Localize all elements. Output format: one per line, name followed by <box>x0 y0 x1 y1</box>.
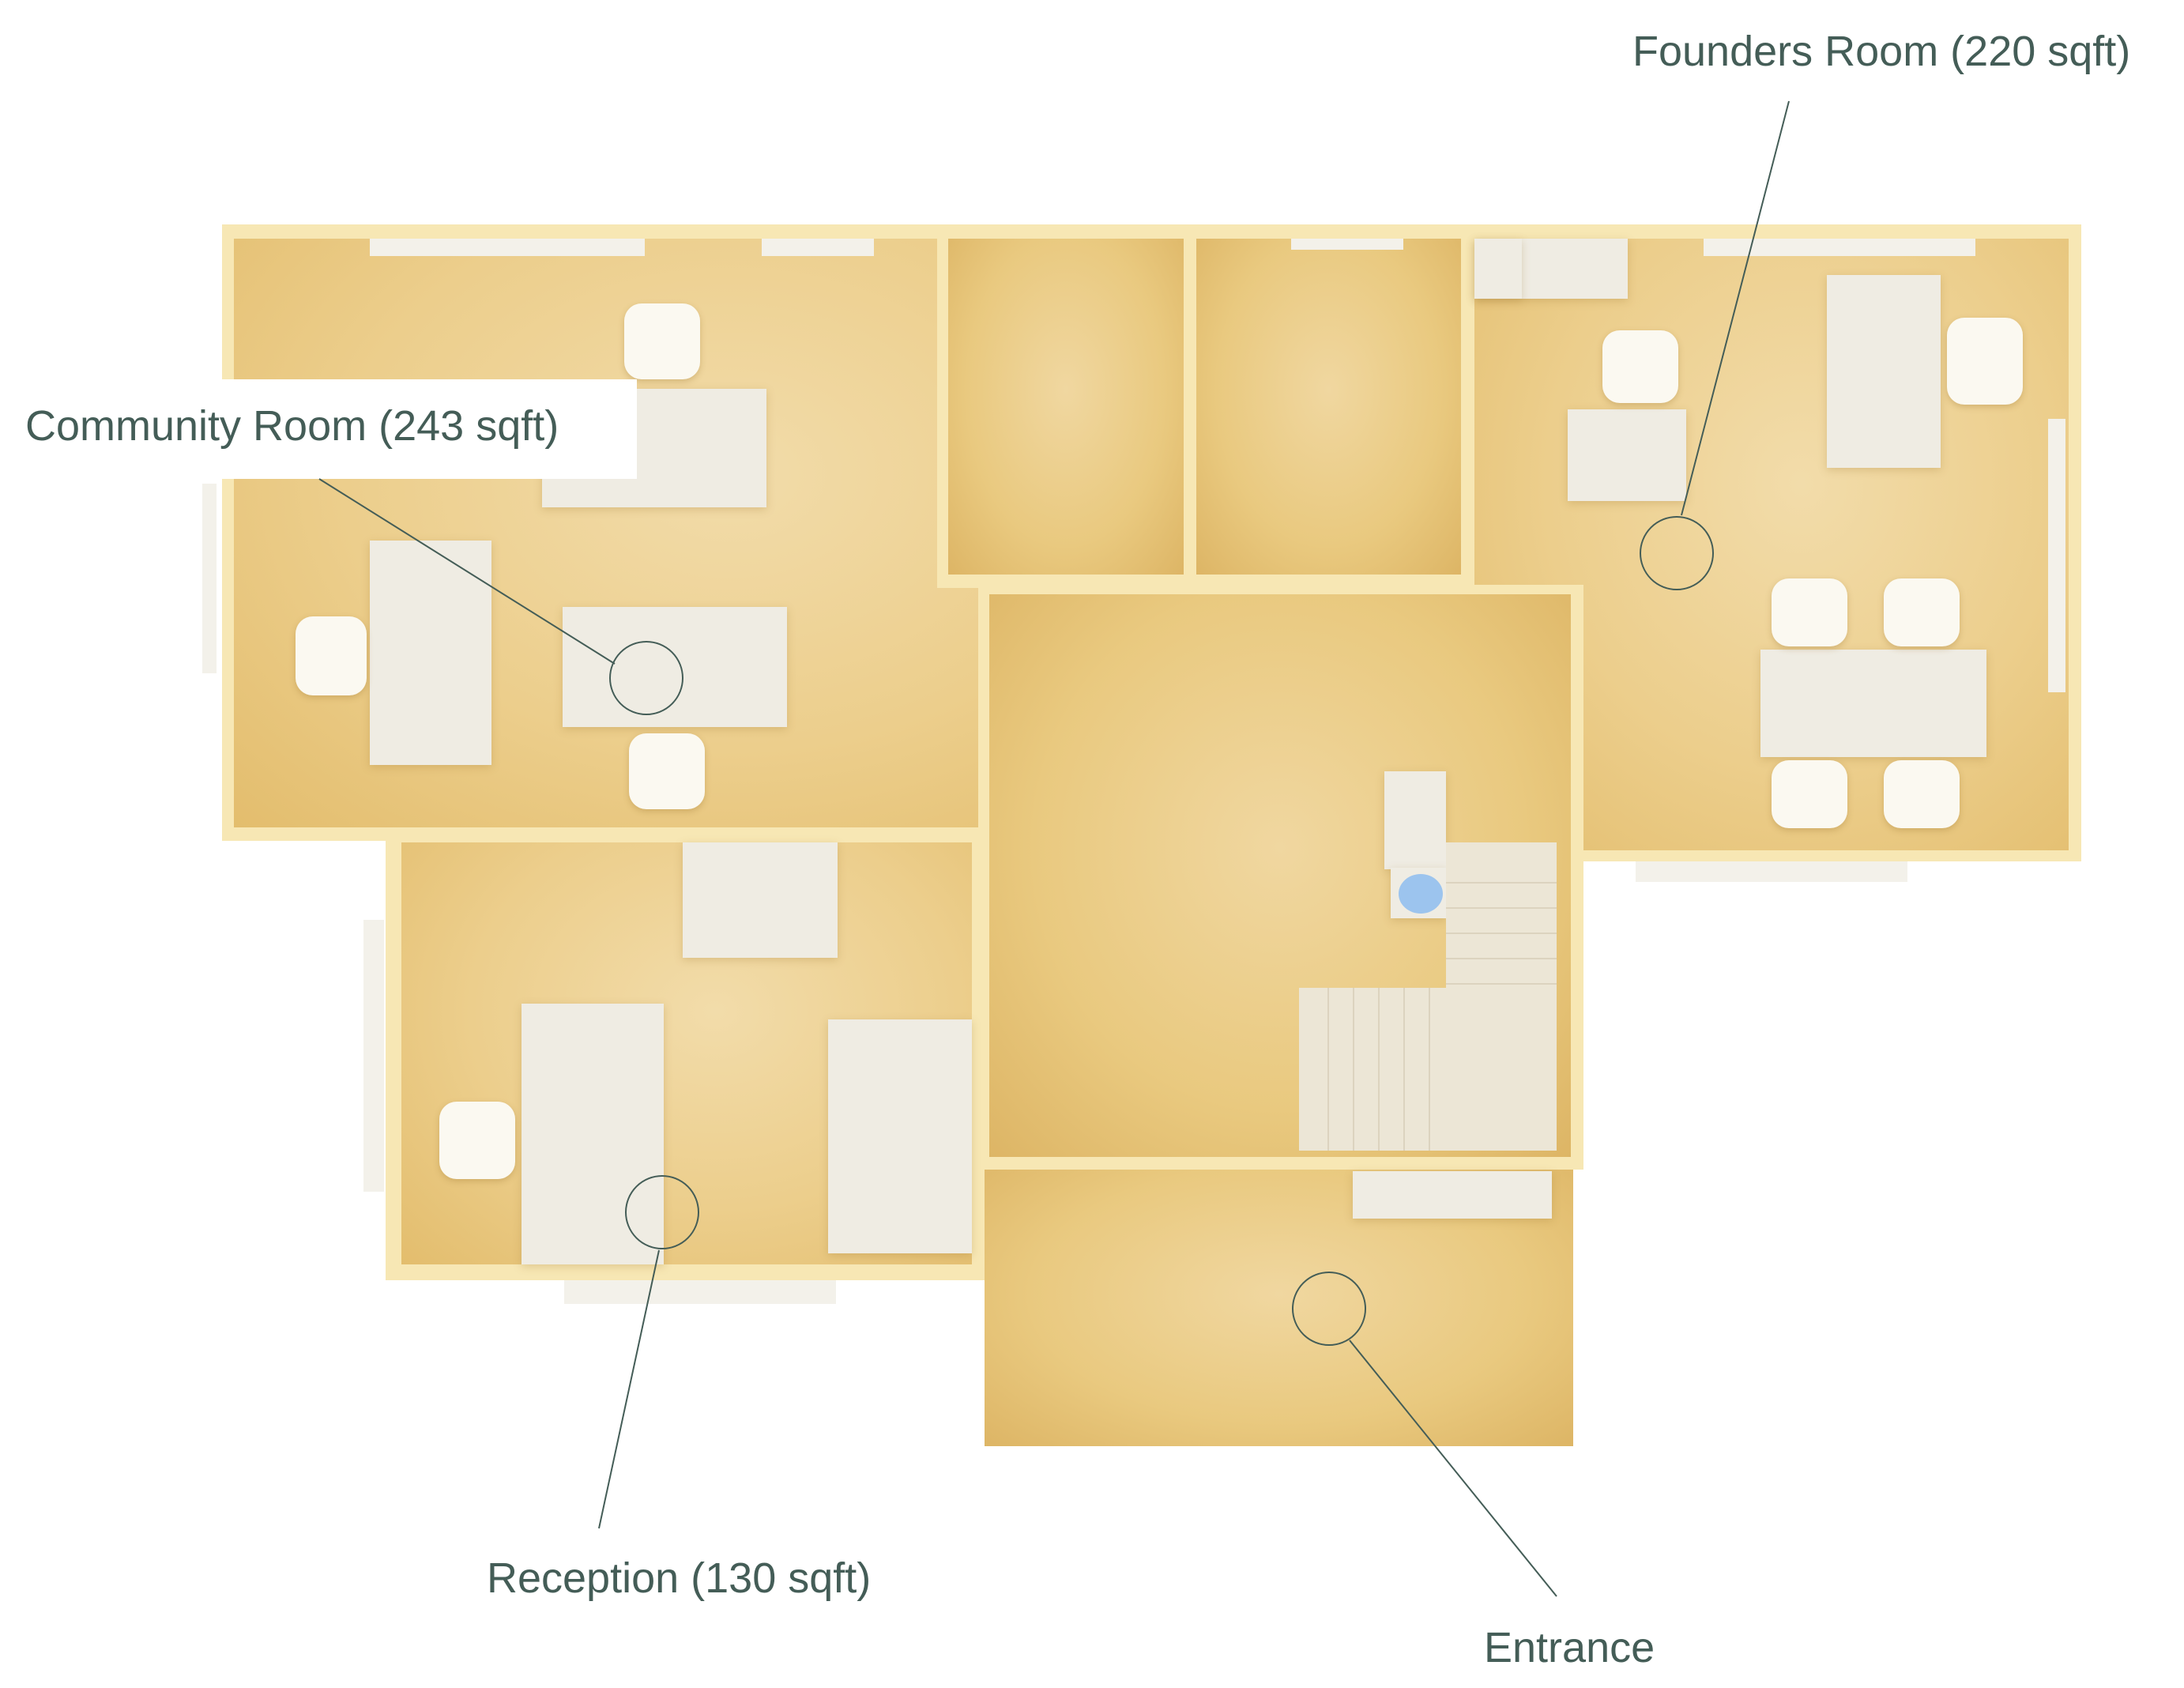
office-chair <box>624 303 700 379</box>
stair-step <box>1446 933 1557 934</box>
staircase-lower <box>1299 988 1557 1151</box>
cabinet <box>1384 771 1446 869</box>
community-room-label[interactable]: Community Room (243 sqft) <box>25 402 559 450</box>
community-callout-line <box>318 478 616 665</box>
reception-desk <box>522 1004 664 1264</box>
community-marker-icon <box>609 641 683 715</box>
office-chair <box>439 1102 515 1179</box>
founders-marker-icon <box>1640 516 1714 590</box>
window <box>564 1280 836 1304</box>
meeting-table <box>1760 650 1986 757</box>
desk <box>370 541 491 765</box>
window <box>1636 861 1907 882</box>
office-chair <box>629 733 705 809</box>
stair-step <box>1378 988 1380 1151</box>
entrance-callout-line <box>1349 1339 1557 1597</box>
shelf-unit <box>1474 239 1522 299</box>
entrance-label[interactable]: Entrance <box>1484 1624 1655 1671</box>
reception-marker-icon <box>625 1175 699 1249</box>
window <box>2048 419 2065 692</box>
window <box>202 484 217 673</box>
window <box>363 920 384 1192</box>
stair-step <box>1353 988 1354 1151</box>
stair-step <box>1446 958 1557 959</box>
stair-step <box>1403 988 1405 1151</box>
desk <box>563 607 787 727</box>
office-chair <box>1772 578 1847 646</box>
desk <box>1827 275 1941 468</box>
window <box>1291 239 1403 250</box>
window <box>1704 239 1975 256</box>
stair-step <box>1446 882 1557 884</box>
desk <box>1568 409 1686 501</box>
reception-callout-line <box>598 1249 660 1529</box>
window <box>762 239 874 256</box>
founders-callout-line <box>1681 100 1790 516</box>
sofa <box>828 1019 972 1253</box>
office-chair <box>1772 760 1847 828</box>
office-chair <box>296 616 367 695</box>
founders-room-label[interactable]: Founders Room (220 sqft) <box>1632 28 2131 75</box>
middle-room-right-floor[interactable] <box>1196 239 1461 575</box>
office-chair <box>1947 318 2023 405</box>
water-cooler-icon <box>1399 874 1443 914</box>
community-room-label-box <box>0 379 637 479</box>
stair-step <box>1446 907 1557 909</box>
office-chair <box>1884 760 1960 828</box>
entrance-step <box>1353 1171 1552 1219</box>
office-chair <box>1602 330 1678 403</box>
office-chair <box>1884 578 1960 646</box>
entrance-marker-icon <box>1292 1272 1366 1346</box>
stair-step <box>1446 983 1557 985</box>
reception-label[interactable]: Reception (130 sqft) <box>487 1554 872 1602</box>
stair-step <box>1327 988 1329 1151</box>
entrance-top-wall <box>985 1159 1579 1170</box>
window <box>370 239 645 256</box>
middle-room-left-floor[interactable] <box>948 239 1184 575</box>
armchair <box>683 842 838 958</box>
stair-step <box>1429 988 1430 1151</box>
